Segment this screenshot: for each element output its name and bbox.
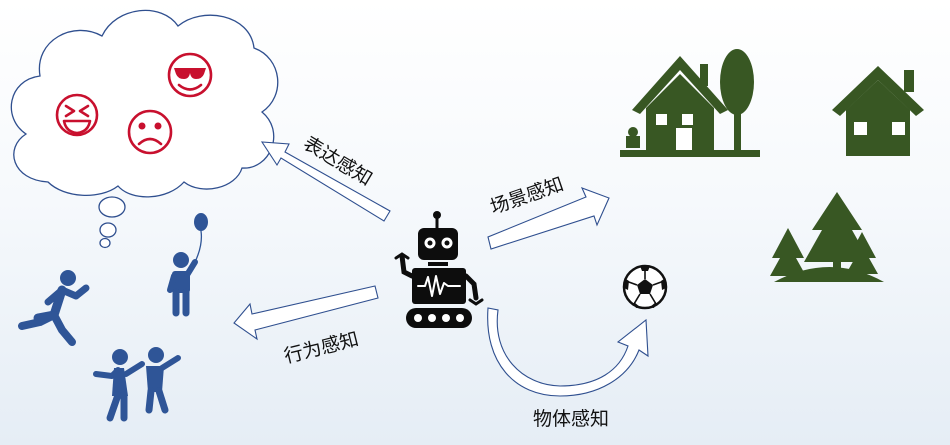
laughing-face-icon [55, 93, 99, 137]
behavior-arrow [233, 285, 379, 341]
thought-cloud-icon [10, 9, 279, 249]
scene-arrow [487, 187, 610, 250]
sunglasses-face-icon [167, 52, 213, 98]
running-person-icon [18, 270, 90, 346]
robot-icon [394, 211, 484, 328]
dancing-people-icon [93, 347, 181, 422]
behavior-perception-label: 行为感知 [282, 328, 361, 368]
expression-arrow [260, 141, 391, 222]
house-with-tree-icon [620, 49, 760, 157]
object-perception-label: 物体感知 [533, 408, 609, 430]
person-with-balloon-icon [167, 213, 208, 317]
house-icon [832, 66, 924, 156]
sad-face-icon [127, 109, 173, 155]
pine-trees-icon [770, 192, 884, 282]
soccer-ball-icon [622, 264, 668, 310]
object-arrow [487, 307, 649, 397]
